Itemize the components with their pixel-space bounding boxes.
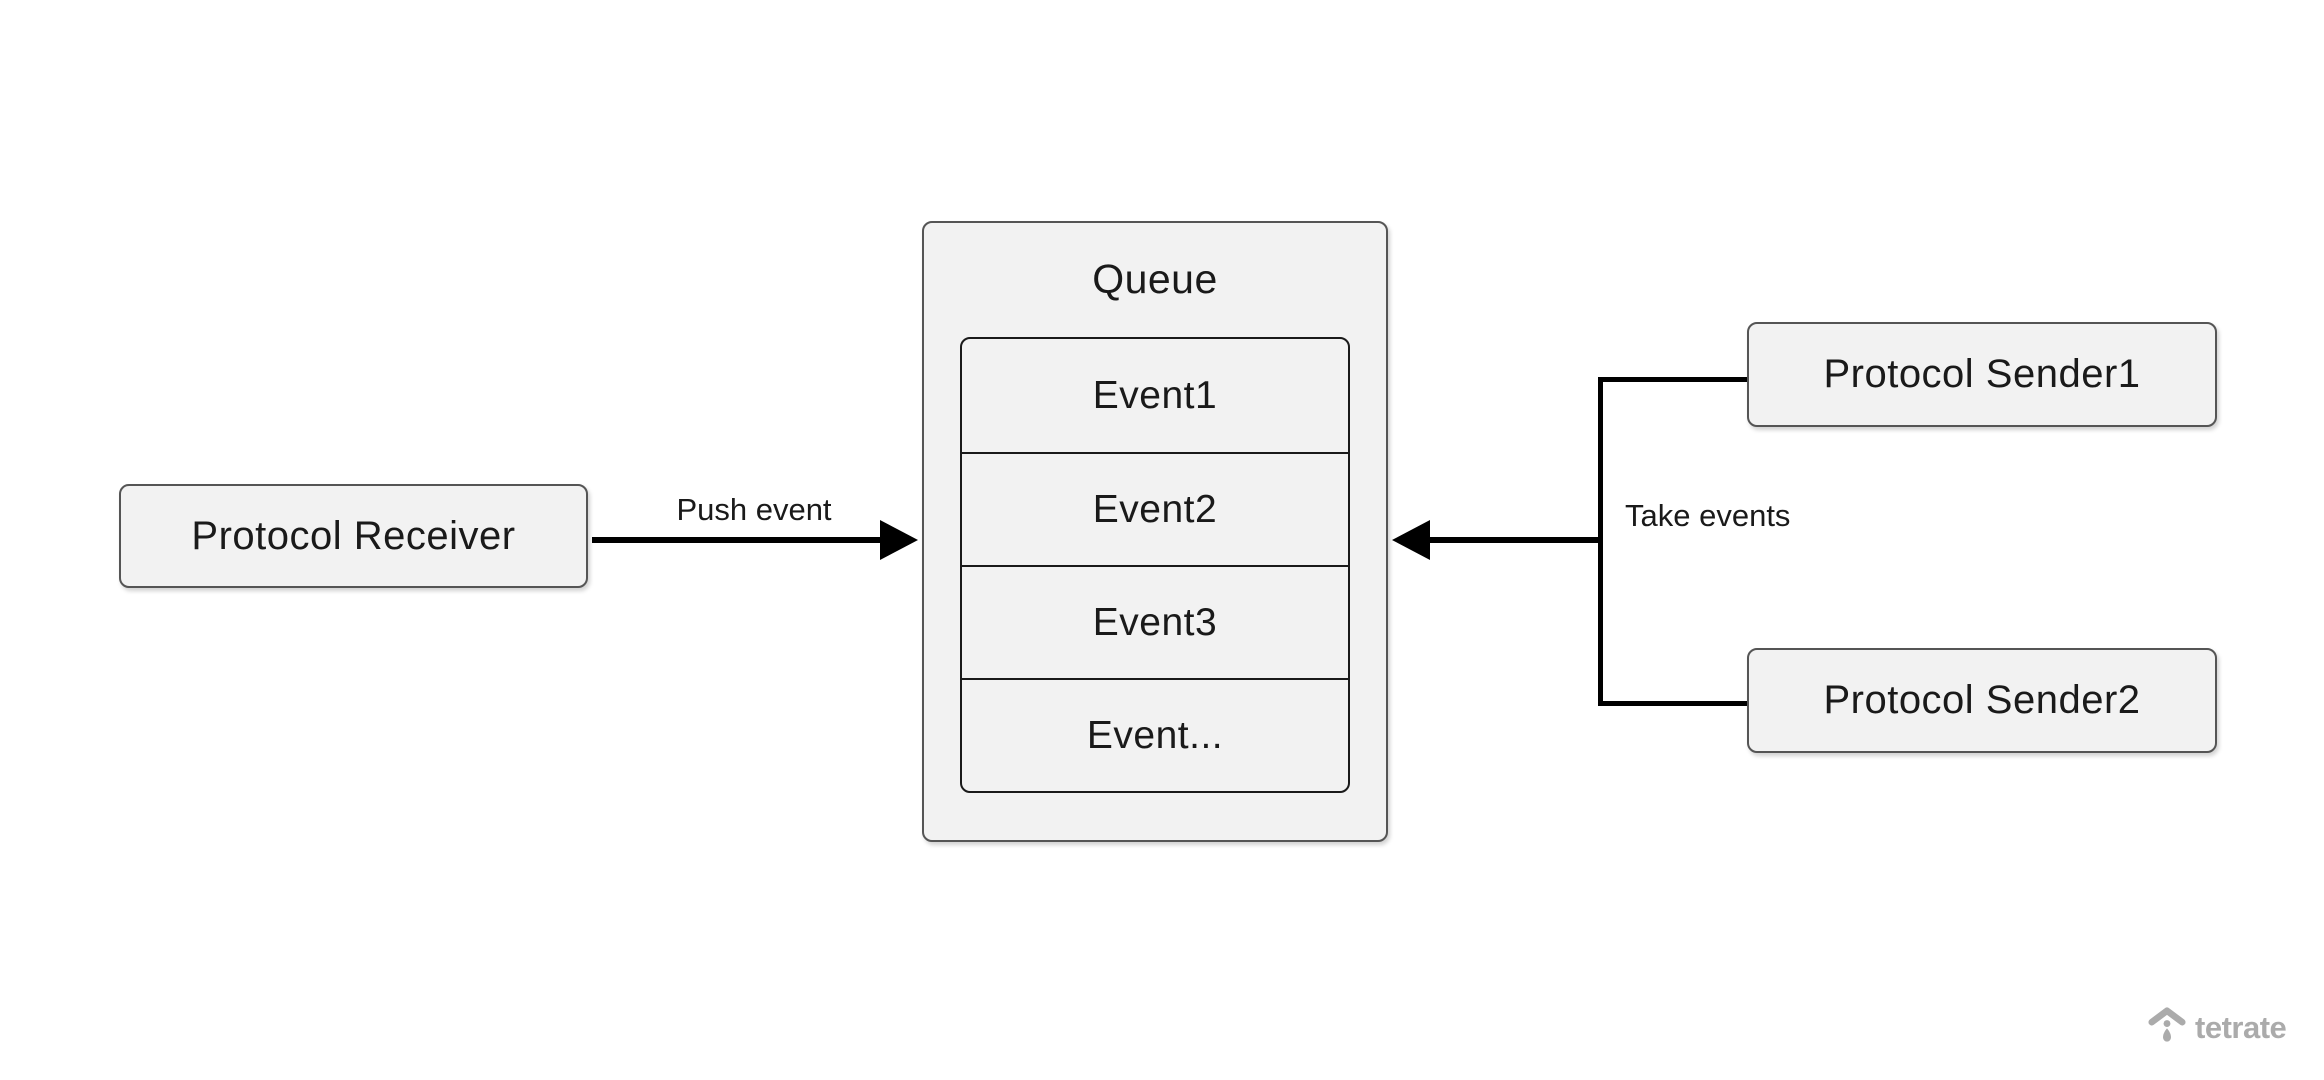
protocol-receiver-node: Protocol Receiver [119, 484, 588, 588]
take-events-connector-bottom [1598, 701, 1747, 706]
arrowhead-left-icon [1392, 520, 1430, 560]
tetrate-logo: tetrate [2148, 1006, 2287, 1045]
event-row-2: Event2 [962, 452, 1348, 565]
take-events-connector-top [1598, 377, 1747, 382]
tetrate-logo-icon [2148, 1007, 2186, 1042]
queue-event-list: Event1 Event2 Event3 Event... [960, 337, 1350, 793]
queue-node: Queue Event1 Event2 Event3 Event... [922, 221, 1388, 842]
tetrate-logo-text: tetrate [2195, 1010, 2287, 1045]
push-event-label: Push event [676, 492, 832, 527]
queue-title: Queue [1092, 255, 1218, 302]
push-event-arrow-line [592, 537, 880, 543]
protocol-sender2-label: Protocol Sender2 [1823, 678, 2141, 722]
take-events-label: Take events [1625, 498, 1791, 533]
take-events-connector-vertical [1598, 377, 1603, 706]
arrowhead-right-icon [880, 520, 918, 560]
event-row-4: Event... [962, 678, 1348, 791]
protocol-receiver-label: Protocol Receiver [191, 513, 516, 558]
protocol-sender1-node: Protocol Sender1 [1747, 322, 2217, 427]
event-row-1: Event1 [1092, 373, 1218, 417]
event-row-3: Event3 [962, 565, 1348, 678]
protocol-sender1-label: Protocol Sender1 [1823, 352, 2141, 396]
take-events-arrow-line [1430, 537, 1603, 543]
protocol-sender2-node: Protocol Sender2 [1747, 648, 2217, 753]
